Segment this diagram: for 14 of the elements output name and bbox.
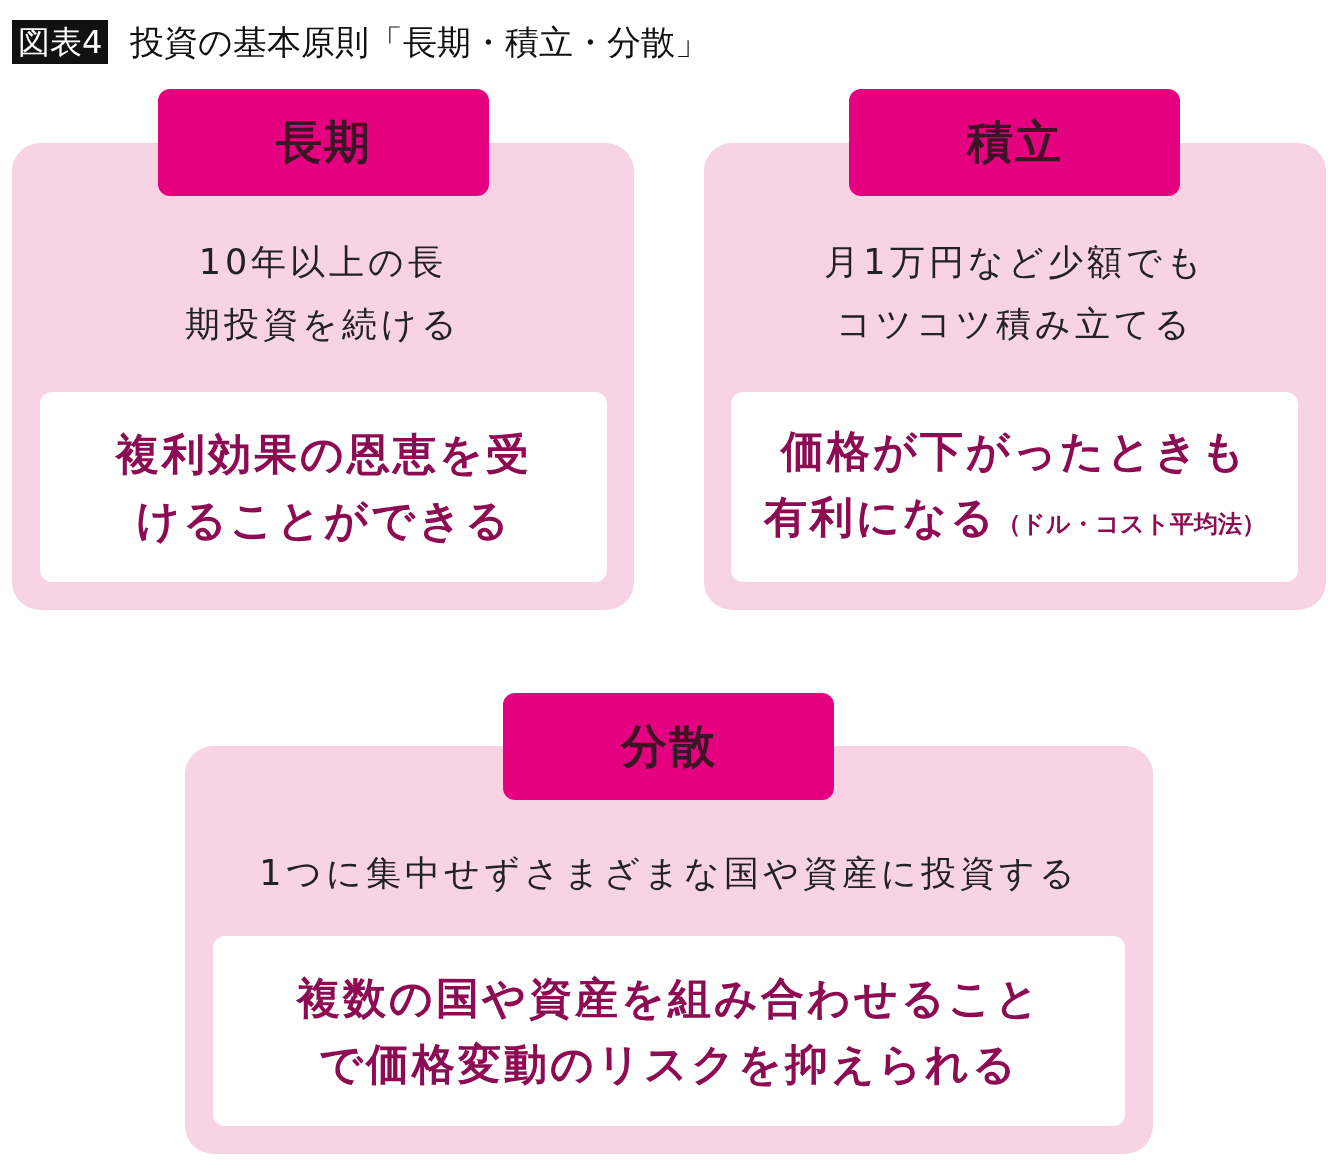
heading-tab: 分散	[503, 693, 834, 800]
description: 月1万円など少額でもコツコツ積み立てる	[823, 241, 1207, 346]
description: 10年以上の長期投資を続ける	[184, 241, 462, 346]
result-text: 複利効果の恩恵を受けることができる	[114, 428, 533, 547]
result-text: 複数の国や資産を組み合わせることで価格変動のリスクを抑えられる	[295, 972, 1043, 1091]
description: 1つに集中せずさまざまな国や資産に投資する	[258, 852, 1080, 895]
result-text: 価格が下がったときも有利になる（ドル・コスト平均法）	[762, 424, 1267, 544]
result-box	[731, 392, 1298, 582]
result-box	[213, 936, 1125, 1126]
result-box	[40, 392, 607, 582]
title: 投資の基本原則「長期・積立・分散」	[130, 21, 709, 64]
heading-tab: 積立	[849, 89, 1180, 196]
heading-tab: 長期	[158, 89, 489, 196]
figure-number: 図表4	[12, 20, 109, 64]
